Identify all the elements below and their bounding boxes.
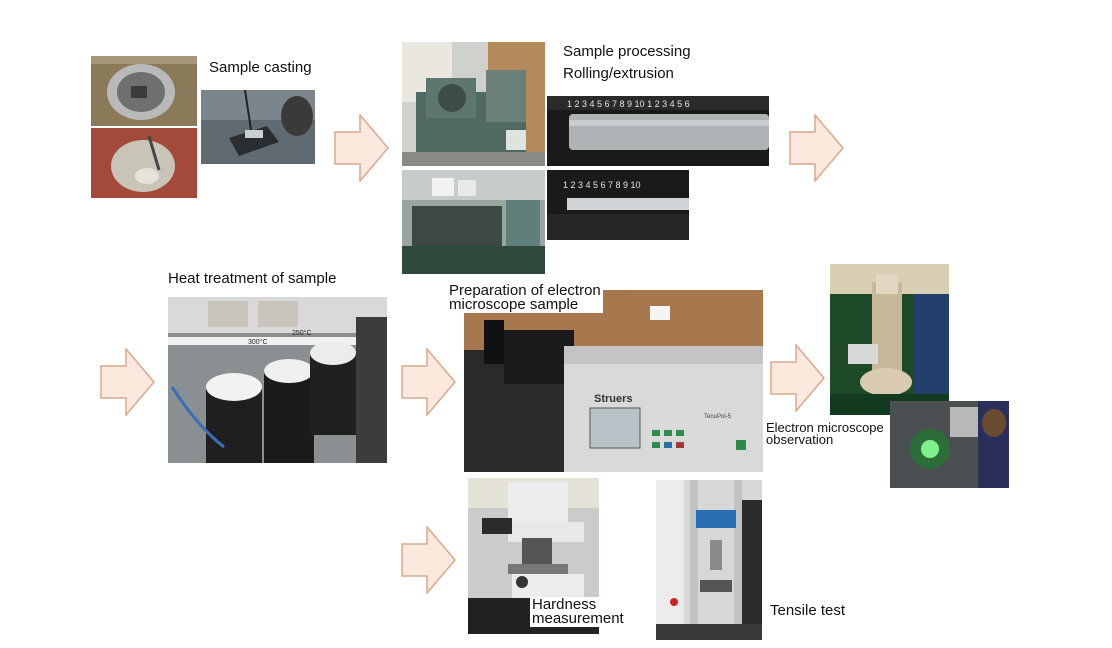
- label-prep-em-sample: Preparation of electron microscope sampl…: [447, 282, 603, 313]
- tensile-tester-photo: [656, 480, 762, 640]
- oven-temp-label-1: 300°C: [248, 338, 268, 346]
- casting-mold-photo: [201, 90, 315, 164]
- label-heat-treatment: Heat treatment of sample: [168, 270, 337, 287]
- right-arrow-icon: [401, 526, 457, 594]
- label-sample-casting: Sample casting: [209, 59, 312, 76]
- ruler-digits-short: 1 2 3 4 5 6 7 8 9 10: [563, 180, 641, 190]
- oven-temp-label-2: 250°C: [292, 329, 312, 337]
- right-arrow-icon: [770, 344, 826, 412]
- label-hardness-measurement: Hardness measurement: [530, 596, 626, 627]
- right-arrow-icon: [401, 348, 457, 416]
- rolled-sheet-on-ruler-photo: 1 2 3 4 5 6 7 8 9 10 1 2 3 4 5 6: [547, 96, 769, 166]
- ruler-digits: 1 2 3 4 5 6 7 8 9 10 1 2 3 4 5 6: [567, 99, 690, 109]
- electropolishing-unit-photo: Struers TenuPol-5: [464, 290, 763, 472]
- extrusion-machine-photo: [402, 170, 545, 274]
- label-sample-processing: Sample processing Rolling/extrusion: [563, 43, 691, 82]
- hardness-tester-photo: [468, 478, 599, 634]
- rolling-mill-photo: [402, 42, 545, 166]
- casting-crucible-photo-bottom: [91, 128, 197, 198]
- microscope-operator-photo: [890, 401, 1009, 488]
- model-text: TenuPol-5: [704, 414, 732, 420]
- label-tensile-test: Tensile test: [770, 602, 846, 619]
- extruded-bar-on-ruler-photo: 1 2 3 4 5 6 7 8 9 10: [547, 170, 689, 240]
- heat-treatment-furnaces-photo: 300°C 250°C: [168, 297, 387, 463]
- right-arrow-icon: [100, 348, 156, 416]
- electron-microscope-photo: [830, 264, 949, 415]
- right-arrow-icon: [334, 114, 390, 182]
- label-em-observation: Electron microscope observation: [764, 420, 886, 447]
- struers-brand-text: Struers: [594, 393, 633, 405]
- casting-crucible-photo-top: [91, 56, 197, 126]
- right-arrow-icon: [789, 114, 845, 182]
